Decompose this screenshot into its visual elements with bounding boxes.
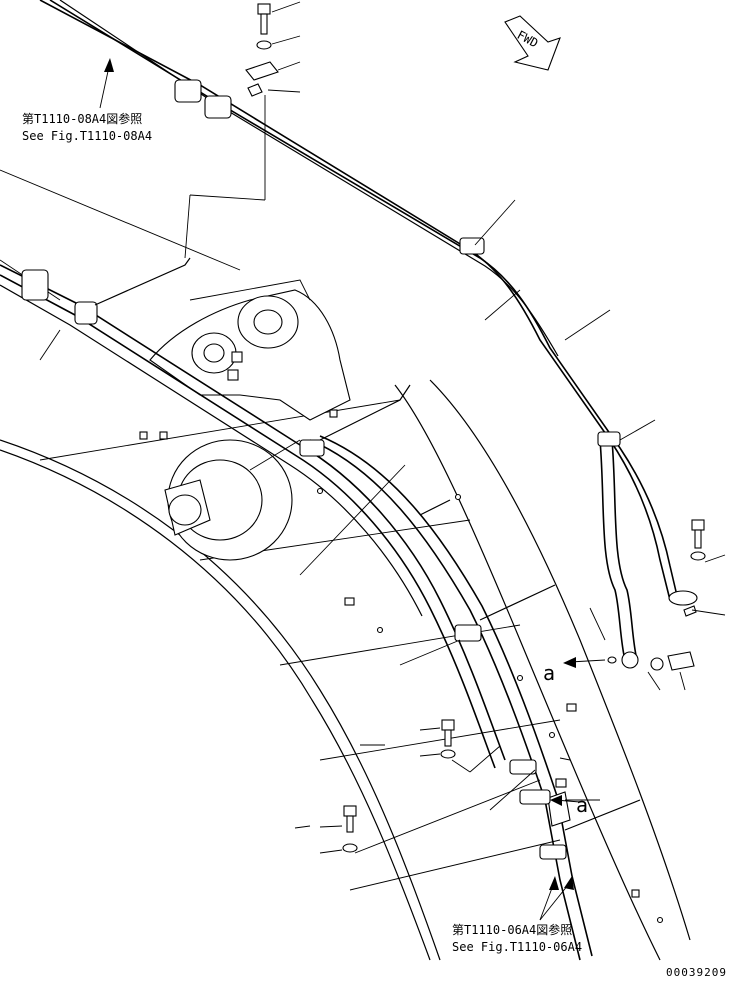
studs xyxy=(139,409,664,924)
drawing-number: 00039209 xyxy=(666,966,727,979)
reference-arrow-lower xyxy=(539,876,574,921)
bolt-lower-left xyxy=(440,719,456,759)
boom-cylinder-pin xyxy=(164,439,293,561)
clamps xyxy=(21,79,641,860)
view-mark-a-lower: a xyxy=(576,793,588,817)
fwd-arrow-icon: FWD xyxy=(504,15,561,71)
view-mark-a-upper: a xyxy=(543,661,555,685)
reference-upper-jp: 第T1110-08A4図参照 xyxy=(22,111,142,126)
reference-lower-en: See Fig.T1110-06A4 xyxy=(452,940,582,954)
boom-body xyxy=(0,169,691,961)
bolt-upper xyxy=(245,3,279,97)
reference-upper-en: See Fig.T1110-08A4 xyxy=(22,129,152,143)
view-arrow-a-lower xyxy=(550,795,581,806)
hydraulic-lines-lower xyxy=(0,264,593,961)
reference-lower-jp: 第T1110-06A4図参照 xyxy=(452,922,572,937)
reference-arrow-upper xyxy=(99,58,114,109)
bolt-right xyxy=(668,519,706,617)
view-arrow-a-upper xyxy=(563,657,606,668)
hydraulic-lines-upper xyxy=(39,0,679,661)
bolt-bottom xyxy=(342,805,358,853)
bolt-mid xyxy=(607,651,695,671)
boom-foot-bracket xyxy=(149,279,351,421)
leader-lines xyxy=(39,1,726,854)
